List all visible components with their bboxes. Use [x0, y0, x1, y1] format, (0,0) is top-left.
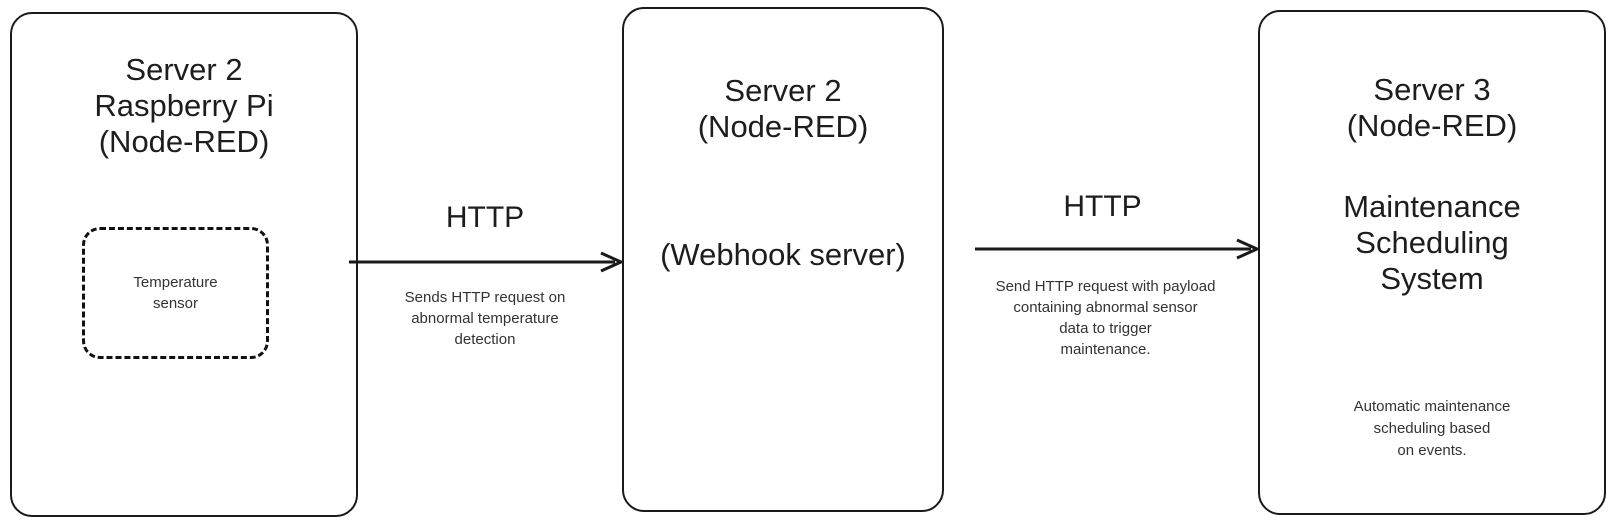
node-server3-maintenance-subtitle: Maintenance Scheduling System: [1343, 189, 1521, 296]
edge-webhook-to-maintenance: [975, 238, 1261, 261]
node-server2-raspberry-pi[interactable]: Server 2 Raspberry Pi (Node-RED) Tempera…: [10, 12, 358, 517]
node-server3-maintenance-title: Server 3 (Node-RED): [1346, 72, 1518, 143]
node-server3-maintenance[interactable]: Server 3 (Node-RED) Maintenance Scheduli…: [1258, 10, 1606, 515]
edge-webhook-to-maintenance-caption: Send HTTP request with payload containin…: [995, 278, 1216, 358]
temperature-sensor-box[interactable]: Temperature sensor: [82, 227, 269, 359]
edge-pi-to-webhook-label: HTTP: [445, 201, 525, 234]
node-server2-raspberry-pi-title: Server 2 Raspberry Pi (Node-RED): [94, 52, 274, 159]
node-server2-webhook-title: Server 2 (Node-RED): [697, 73, 869, 144]
node-server2-webhook[interactable]: Server 2 (Node-RED) (Webhook server): [622, 7, 944, 512]
node-server3-maintenance-note: Automatic maintenance scheduling based o…: [1353, 398, 1511, 459]
edge-pi-to-webhook-caption: Sends HTTP request on abnormal temperatu…: [404, 289, 566, 348]
node-server2-webhook-subtitle: (Webhook server): [660, 237, 906, 272]
temperature-sensor-label: Temperature sensor: [133, 274, 218, 312]
edge-webhook-to-maintenance-label: HTTP: [1063, 190, 1142, 223]
edge-pi-to-webhook: [349, 251, 625, 274]
